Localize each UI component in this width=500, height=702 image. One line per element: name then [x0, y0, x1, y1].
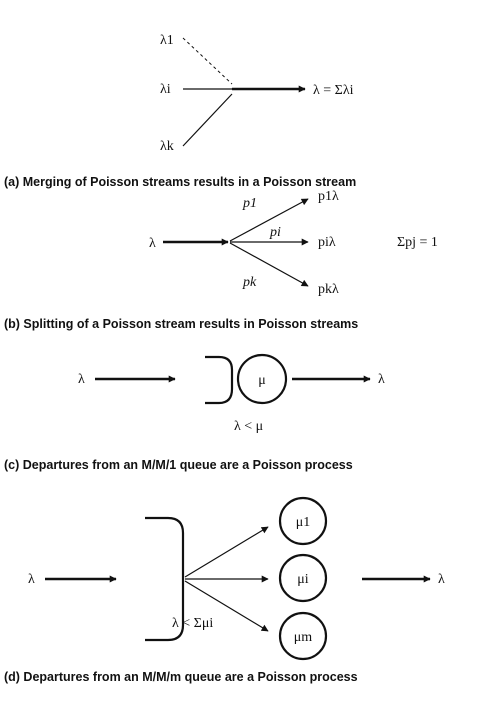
input-lambda-1: λ1 [160, 33, 174, 48]
server-circle-1 [278, 496, 328, 546]
server-rate-mu-1: μ1 [296, 515, 311, 530]
input-lambda-i: λi [160, 82, 171, 97]
input-lambda: λ [149, 236, 156, 251]
output-pk-lambda: pkλ [318, 282, 339, 297]
server-circle [236, 353, 288, 405]
departure-rate-label: λ [378, 372, 385, 387]
server-circle-i [278, 553, 328, 603]
queue-buffer [205, 355, 234, 405]
caption-b: (b) Splitting of a Poisson stream result… [4, 317, 358, 331]
merge-line-k [182, 93, 233, 147]
panel-a: λ1 λi λk λ = Σλi (a) Merging of Poisson … [4, 33, 356, 189]
server-rate-mu-m: μm [294, 630, 313, 645]
split-branch-1 [229, 198, 309, 242]
dispatch-arrow-m [184, 580, 269, 632]
dispatch-arrow-1 [184, 526, 269, 578]
merge-line-1 [182, 37, 233, 85]
prob-p1: p1 [242, 196, 257, 211]
server-circle-m [278, 611, 328, 661]
input-lambda-k: λk [160, 139, 174, 154]
stability-condition: λ < Σμi [172, 616, 213, 631]
merged-rate-label: λ = Σλi [313, 83, 354, 98]
output-p1-lambda: p1λ [318, 189, 339, 204]
probability-sum-constraint: Σpj = 1 [397, 235, 438, 250]
departure-rate-label: λ [438, 572, 445, 587]
arrival-rate-label: λ [78, 372, 85, 387]
server-rate-mu: μ [258, 373, 266, 388]
caption-c: (c) Departures from an M/M/1 queue are a… [4, 458, 353, 472]
queue-buffer [145, 516, 185, 642]
panel-d: λ μ1 μi μm λ λ < Σμi (d) Departures from… [4, 496, 445, 684]
panel-b: λ p1 pi pk p1λ piλ pkλ Σpj = 1 (b) Split… [4, 189, 438, 331]
caption-a: (a) Merging of Poisson streams results i… [4, 175, 356, 189]
arrival-rate-label: λ [28, 572, 35, 587]
caption-d: (d) Departures from an M/M/m queue are a… [4, 670, 358, 684]
prob-pk: pk [242, 275, 257, 290]
prob-pi: pi [269, 225, 281, 240]
stability-condition: λ < μ [234, 419, 263, 434]
output-pi-lambda: piλ [318, 235, 336, 250]
split-branch-k [229, 242, 309, 287]
server-rate-mu-i: μi [297, 572, 309, 587]
panel-c: λ μ λ λ < μ (c) Departures from an M/M/1… [4, 353, 385, 472]
